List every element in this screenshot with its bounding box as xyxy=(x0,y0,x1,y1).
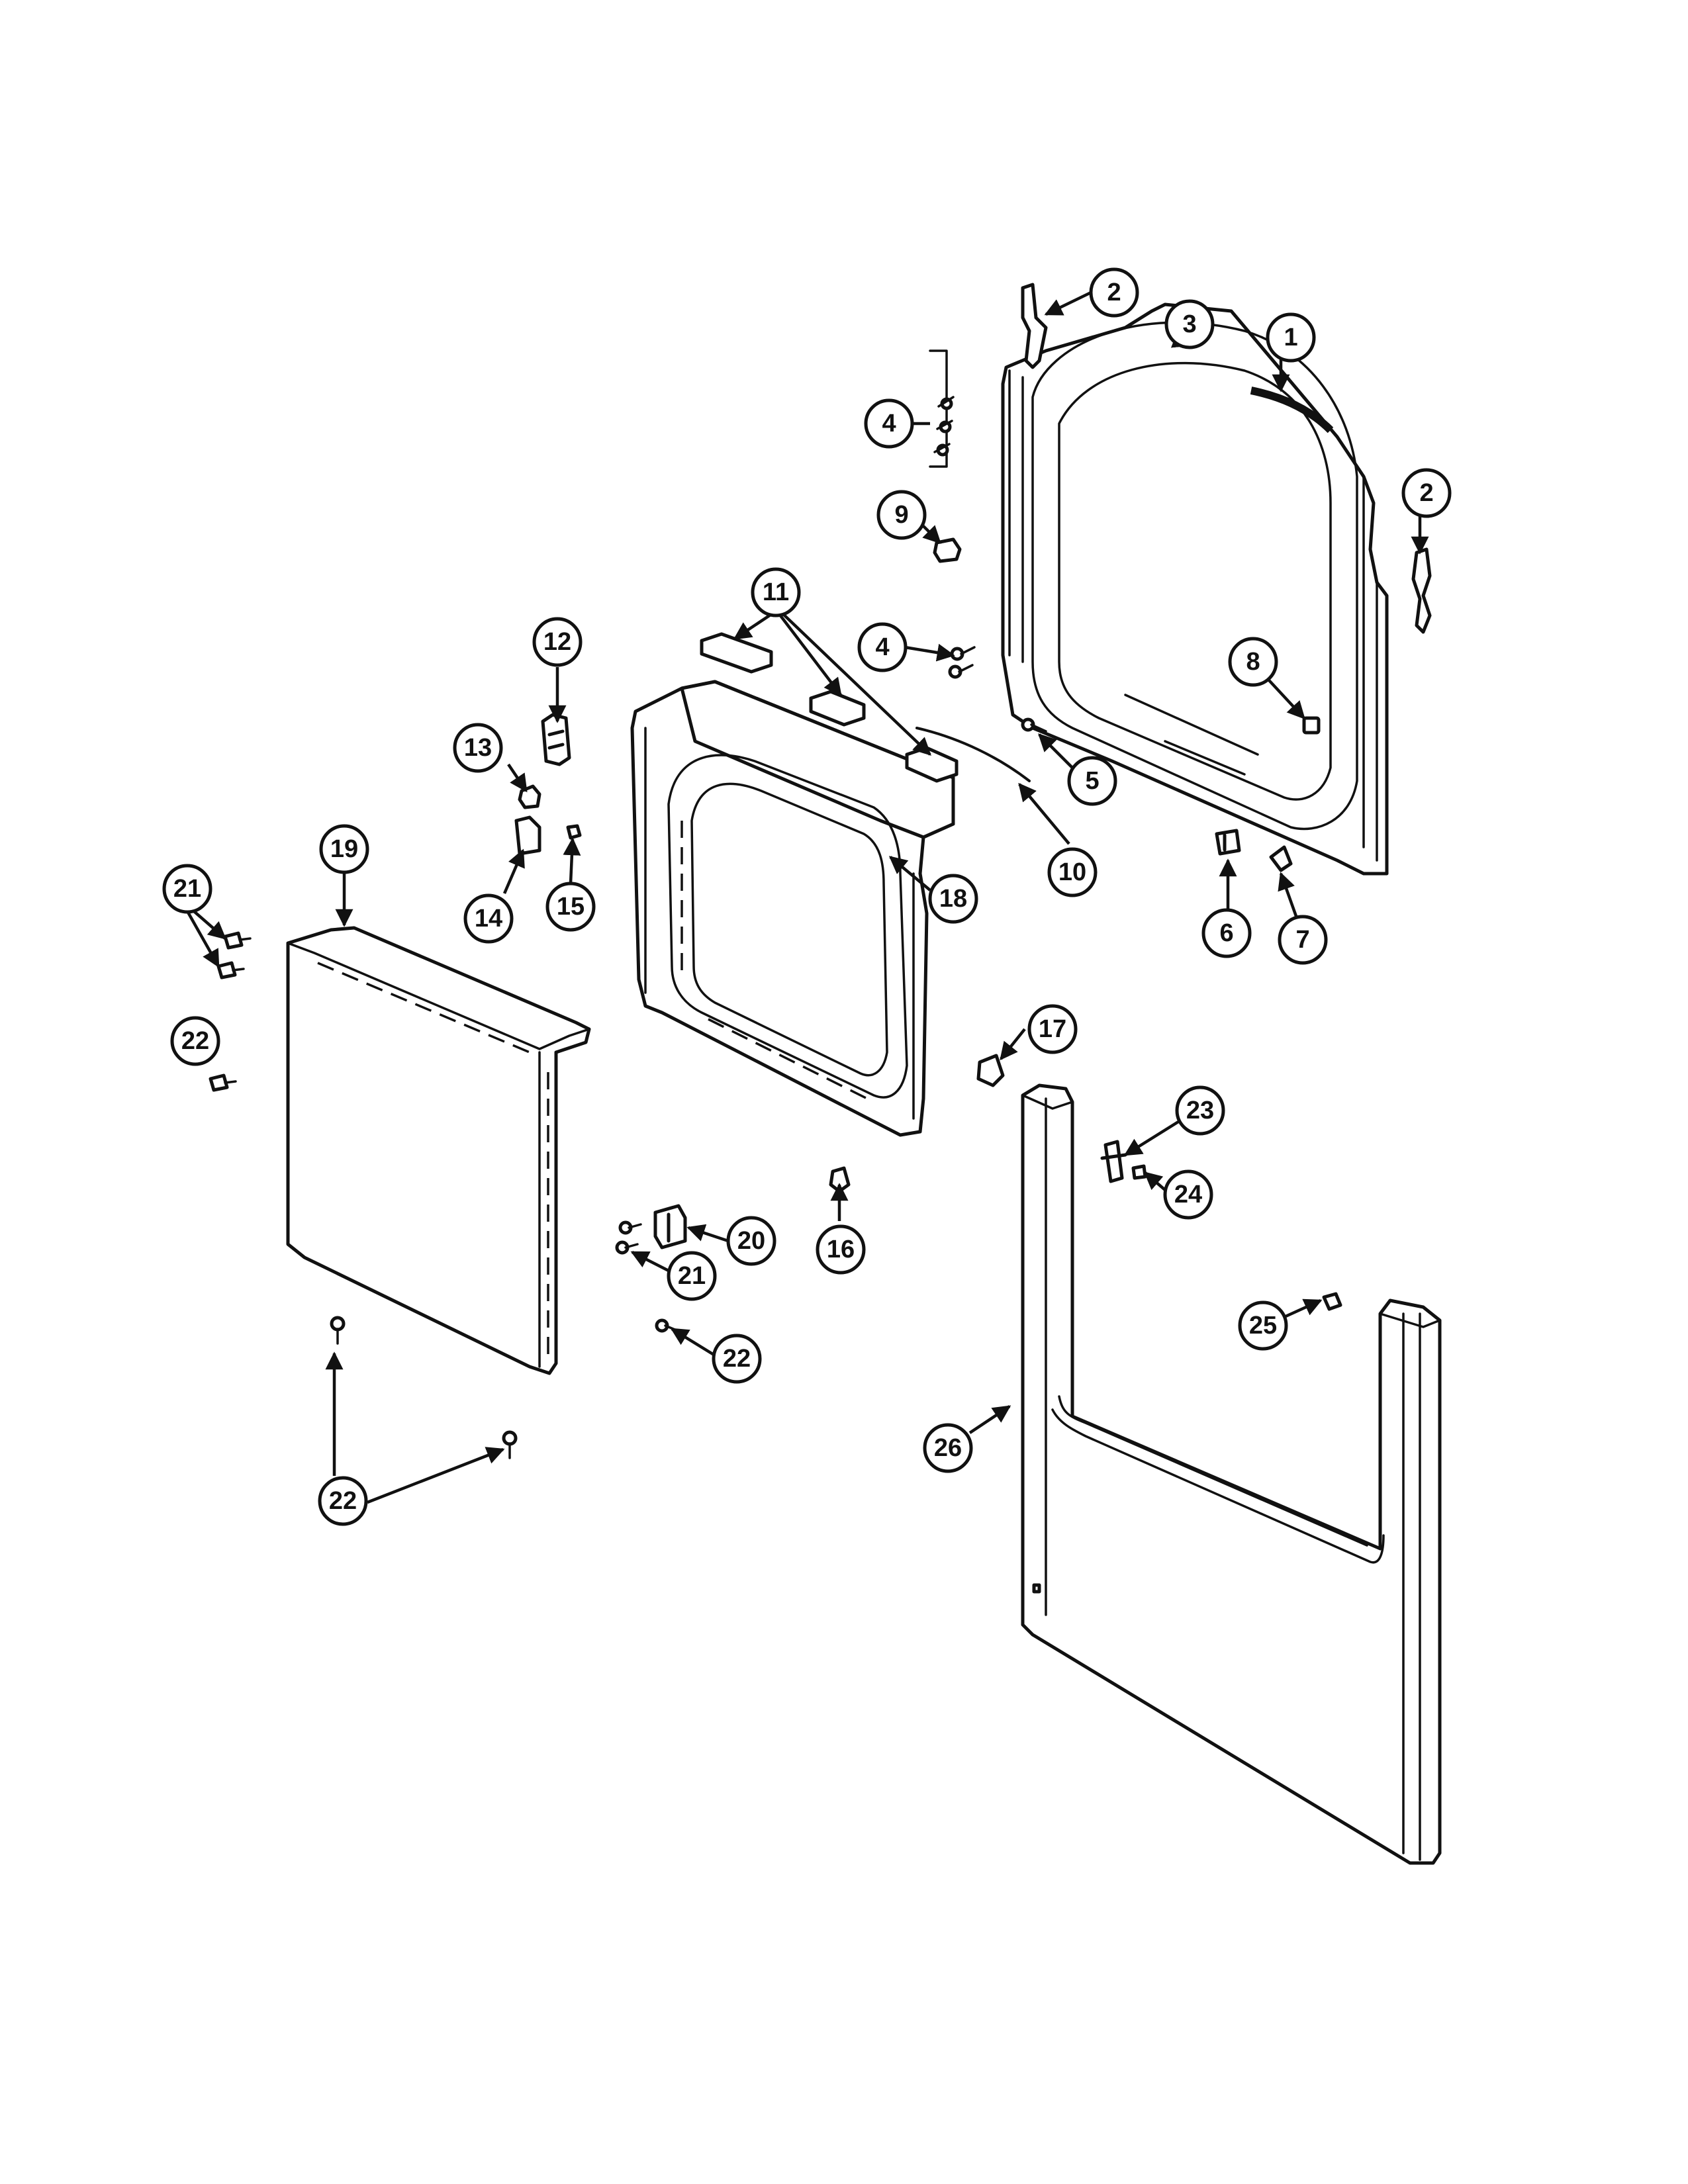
callout: 13 xyxy=(453,723,503,773)
bracket-12-part xyxy=(541,713,571,766)
callout-label: 21 xyxy=(678,1262,706,1290)
bracket-right-part xyxy=(1411,547,1432,634)
clip-6-part xyxy=(1215,829,1241,856)
callout-label: 23 xyxy=(1186,1097,1214,1124)
callout-label: 6 xyxy=(1219,919,1233,947)
callout: 8 xyxy=(1228,637,1278,687)
callout: 22 xyxy=(170,1016,220,1066)
callout: 22 xyxy=(712,1334,762,1384)
callout: 25 xyxy=(1238,1300,1288,1351)
screw-25-part xyxy=(1322,1292,1342,1311)
bracket-14-part xyxy=(514,815,541,856)
callout-label: 18 xyxy=(939,885,967,913)
callout: 23 xyxy=(1175,1085,1225,1136)
callout-label: 25 xyxy=(1249,1312,1277,1340)
callout-label: 12 xyxy=(543,628,571,656)
callout-label: 1 xyxy=(1284,324,1297,351)
callout-label: 8 xyxy=(1246,648,1260,676)
callout-label: 9 xyxy=(894,501,908,529)
callout: 9 xyxy=(876,490,927,540)
callout: 4 xyxy=(864,398,914,449)
callout: 7 xyxy=(1278,915,1328,965)
callout: 26 xyxy=(923,1423,973,1473)
callout: 2 xyxy=(1401,468,1452,518)
callout: 21 xyxy=(162,864,212,914)
callout-label: 7 xyxy=(1295,926,1309,954)
callout-label: 13 xyxy=(464,734,492,762)
lower-front-panel-part xyxy=(1021,1083,1442,1865)
callout: 18 xyxy=(928,874,978,924)
callout: 19 xyxy=(319,824,369,874)
hinge-20-part xyxy=(653,1204,687,1250)
callout-label: 2 xyxy=(1419,479,1433,507)
callout: 24 xyxy=(1163,1169,1213,1220)
callout: 10 xyxy=(1047,847,1098,897)
callout: 5 xyxy=(1067,756,1117,806)
callout: 22 xyxy=(318,1476,368,1526)
screw-24-part xyxy=(1131,1164,1147,1180)
plug-8-part xyxy=(1302,716,1321,735)
callout-label: 22 xyxy=(329,1487,357,1515)
callout: 17 xyxy=(1027,1004,1078,1054)
callout-label: 4 xyxy=(882,410,896,437)
callout: 4 xyxy=(857,622,908,672)
callout-label: 14 xyxy=(475,905,502,933)
callout-label: 15 xyxy=(557,893,585,921)
clip-17-part xyxy=(976,1054,1005,1087)
callout-label: 22 xyxy=(181,1027,209,1055)
screw-22-bottom-right-part xyxy=(502,1430,518,1459)
callout: 12 xyxy=(532,617,583,667)
callout-label: 17 xyxy=(1039,1015,1066,1043)
callout-label: 3 xyxy=(1182,310,1196,338)
callout: 11 xyxy=(751,567,801,617)
callout-label: 4 xyxy=(875,633,889,661)
front-bulkhead-part xyxy=(630,680,955,1137)
callout-label: 24 xyxy=(1174,1181,1202,1208)
clip-7-part xyxy=(1269,845,1293,872)
callout: 20 xyxy=(726,1216,776,1266)
screw-22-bottom-left-part xyxy=(330,1316,346,1345)
callout: 21 xyxy=(667,1251,717,1301)
screw-22-left-part xyxy=(209,1073,237,1092)
callout-label: 21 xyxy=(173,875,201,903)
callout-label: 26 xyxy=(934,1434,962,1462)
callout: 14 xyxy=(463,893,514,944)
screw-15-part xyxy=(566,824,582,840)
bracket-left-part xyxy=(1021,283,1048,369)
callout: 15 xyxy=(545,882,596,932)
callout-label: 2 xyxy=(1107,279,1121,306)
callout-label: 10 xyxy=(1058,858,1086,886)
clip-13-part xyxy=(518,784,541,809)
callout: 1 xyxy=(1266,312,1316,363)
callout-label: 20 xyxy=(737,1227,765,1255)
seal-strip-10-part xyxy=(915,727,1031,782)
top-strip-part xyxy=(1250,387,1334,433)
callout: 2 xyxy=(1089,267,1139,318)
bracket-23-part xyxy=(1100,1140,1127,1183)
screws-21-left-part xyxy=(216,931,252,979)
screws-group-lower-part xyxy=(948,646,976,679)
callout: 16 xyxy=(816,1224,866,1275)
screws-group-upper-part xyxy=(929,349,955,468)
screws-21-center-part xyxy=(615,1220,642,1255)
door-panel-part xyxy=(286,926,591,1375)
callout: 6 xyxy=(1201,908,1252,958)
callout-label: 5 xyxy=(1085,767,1099,795)
callout-label: 16 xyxy=(827,1236,855,1263)
callout-label: 11 xyxy=(763,578,789,606)
screw-5-part xyxy=(1021,717,1047,733)
callout: 3 xyxy=(1164,299,1215,349)
callout-label: 22 xyxy=(723,1345,751,1373)
clip-9-part xyxy=(933,537,962,563)
rear-bulkhead-part xyxy=(1001,302,1389,876)
callout-label: 19 xyxy=(330,835,358,863)
